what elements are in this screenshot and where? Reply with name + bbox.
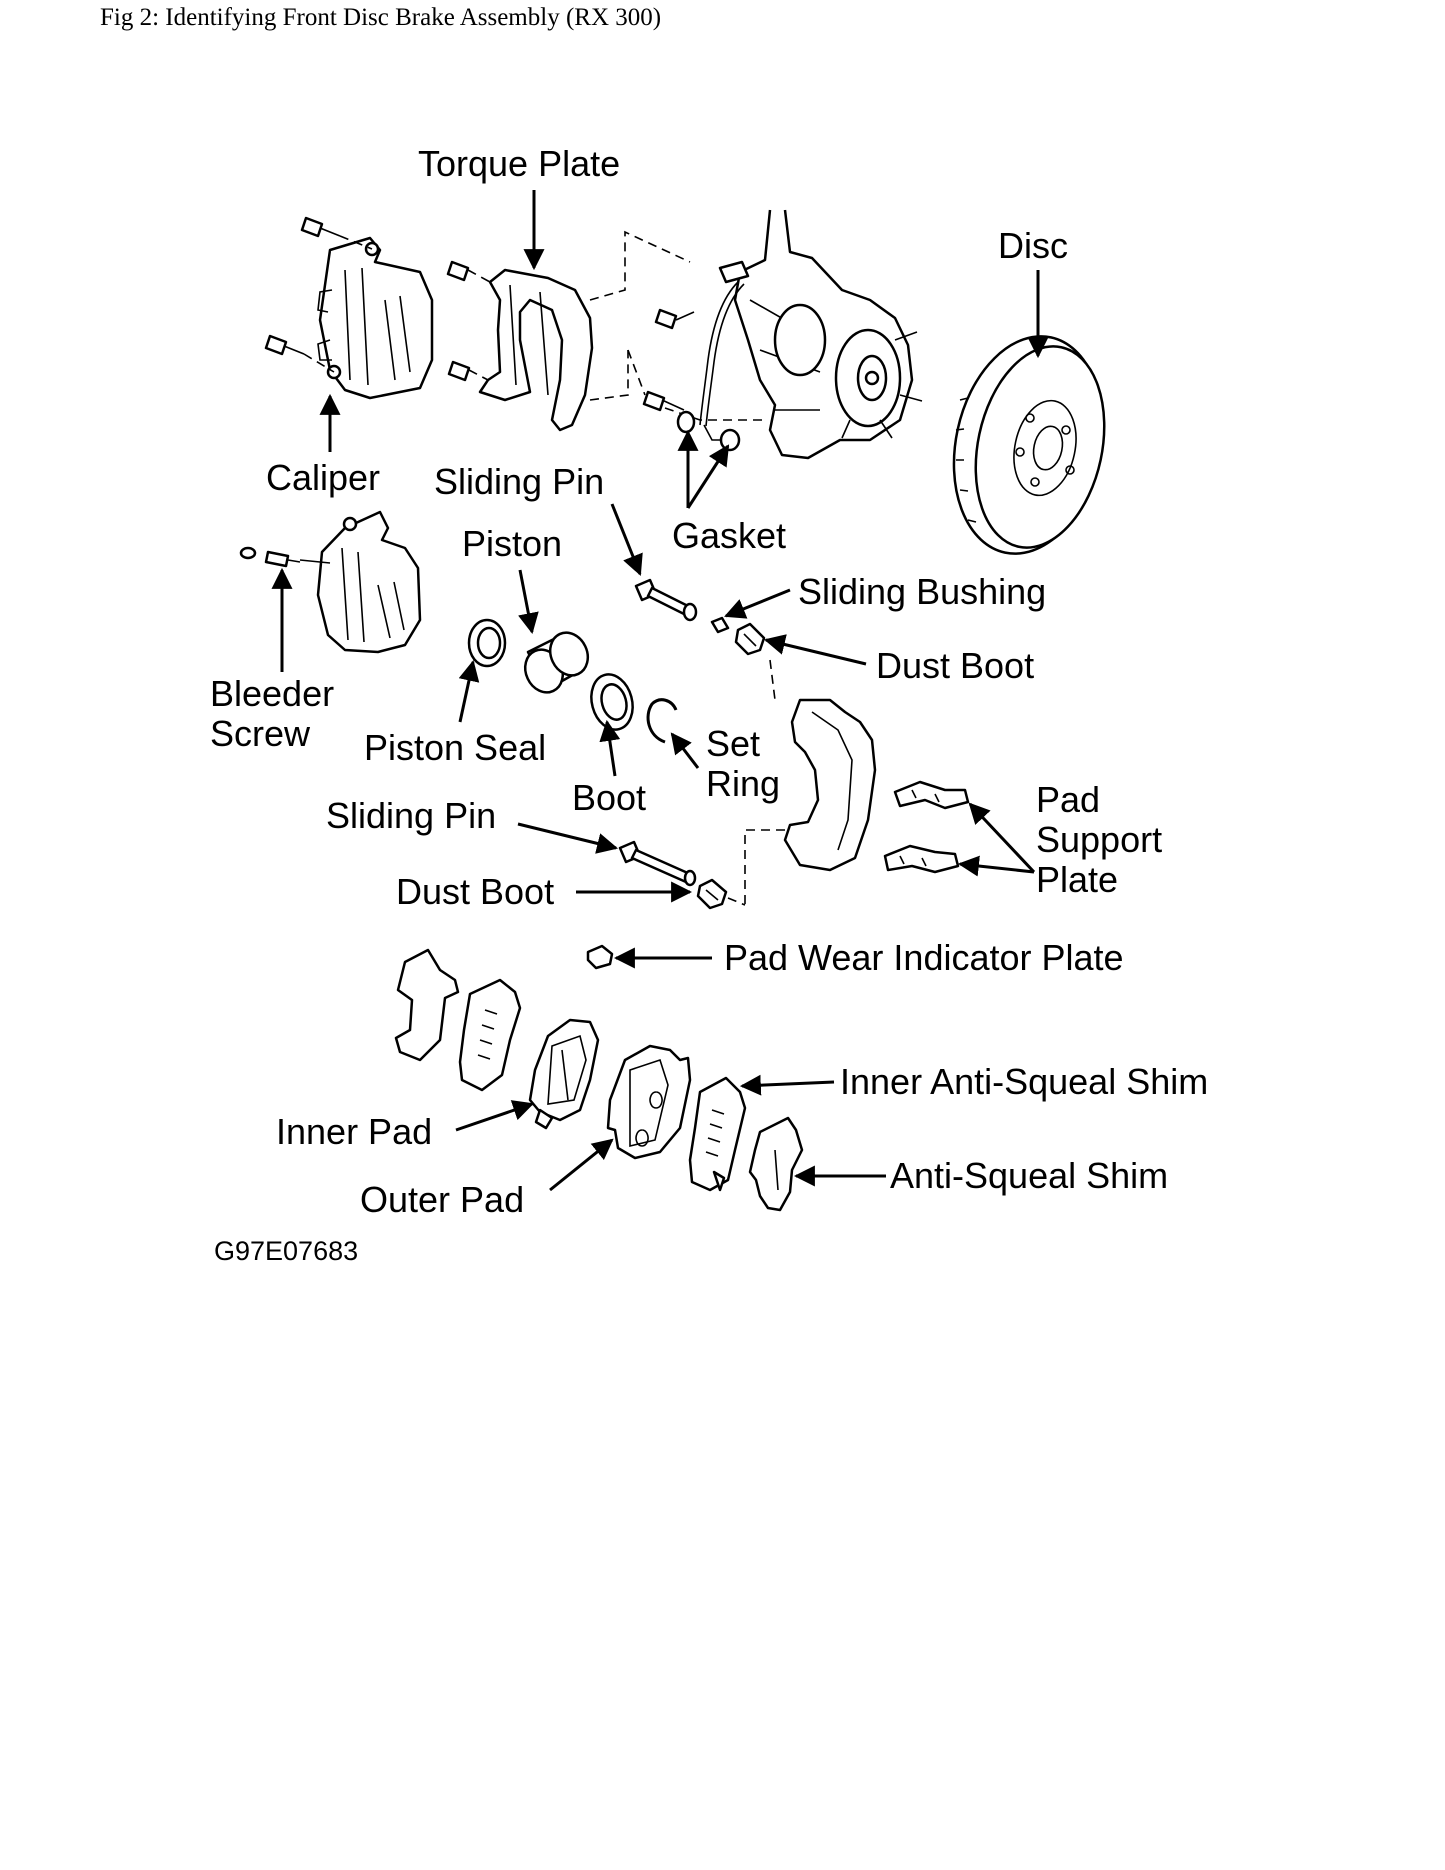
sliding-pin-upper-drawing: [634, 578, 698, 622]
dust-boot-lower-drawing: [696, 878, 746, 910]
label-pad-support-plate-line1: Pad: [1036, 779, 1100, 820]
torque-plate-lower-drawing: [744, 698, 877, 905]
label-pad-support-plate-line2: Support: [1036, 819, 1162, 860]
outer-pad-drawing: [606, 1044, 692, 1160]
label-pad-wear-indicator-plate: Pad Wear Indicator Plate: [724, 937, 1124, 978]
label-bleeder-screw-line2: Screw: [210, 713, 311, 754]
piston-drawing: [523, 631, 590, 694]
label-inner-anti-squeal-shim: Inner Anti-Squeal Shim: [840, 1061, 1208, 1102]
inner-anti-squeal-shim-left-drawing: [458, 978, 522, 1092]
leader-lines: [271, 190, 1049, 1192]
caliper-drawing: [317, 236, 434, 400]
label-bleeder-screw-line1: Bleeder: [210, 673, 334, 714]
anti-squeal-shim-drawing: [748, 1116, 804, 1212]
label-disc: Disc: [998, 225, 1068, 266]
figure-code: G97E07683: [214, 1236, 358, 1266]
label-set-ring-line1: Set: [706, 723, 760, 764]
boot-drawing: [590, 673, 634, 731]
label-dust-boot-top: Dust Boot: [876, 645, 1034, 686]
steering-knuckle-hub-drawing: [733, 209, 923, 460]
label-sliding-pin-top: Sliding Pin: [434, 461, 604, 502]
label-pad-support-plate-line3: Plate: [1036, 859, 1118, 900]
inner-anti-squeal-shim-drawing: [688, 1076, 747, 1192]
label-anti-squeal-shim: Anti-Squeal Shim: [890, 1155, 1168, 1196]
label-sliding-bushing: Sliding Bushing: [798, 571, 1046, 612]
torque-plate-drawing: [446, 230, 691, 432]
label-inner-pad: Inner Pad: [276, 1111, 432, 1152]
pad-wear-indicator-plate-drawing: [586, 944, 614, 970]
pad-support-plate-drawing: [883, 780, 970, 874]
set-ring-drawing: [646, 698, 678, 744]
caliper-bolts-drawing: [264, 216, 373, 373]
label-piston: Piston: [462, 523, 562, 564]
label-gasket: Gasket: [672, 515, 786, 556]
piston-seal-drawing: [467, 618, 507, 668]
label-set-ring-line2: Ring: [706, 763, 780, 804]
sliding-bushing-drawing: [710, 616, 730, 634]
brake-hose-drawing: [627, 260, 768, 427]
disc-drawing: [952, 335, 1106, 555]
label-caliper: Caliper: [266, 457, 380, 498]
label-piston-seal: Piston Seal: [364, 727, 546, 768]
caliper-body-drawing: [316, 510, 422, 654]
label-boot: Boot: [572, 777, 646, 818]
label-torque-plate: Torque Plate: [418, 143, 620, 184]
figure-caption: Fig 2: Identifying Front Disc Brake Asse…: [100, 4, 662, 31]
dust-boot-upper-drawing: [734, 622, 776, 701]
label-outer-pad: Outer Pad: [360, 1179, 524, 1220]
anti-squeal-shim-outer-left-drawing: [394, 948, 460, 1062]
label-dust-boot-bottom: Dust Boot: [396, 871, 554, 912]
sliding-pin-lower-drawing: [618, 840, 697, 887]
label-sliding-pin-bottom: Sliding Pin: [326, 795, 496, 836]
inner-pad-drawing: [528, 1018, 600, 1130]
bleeder-screw-drawing: [239, 546, 331, 568]
